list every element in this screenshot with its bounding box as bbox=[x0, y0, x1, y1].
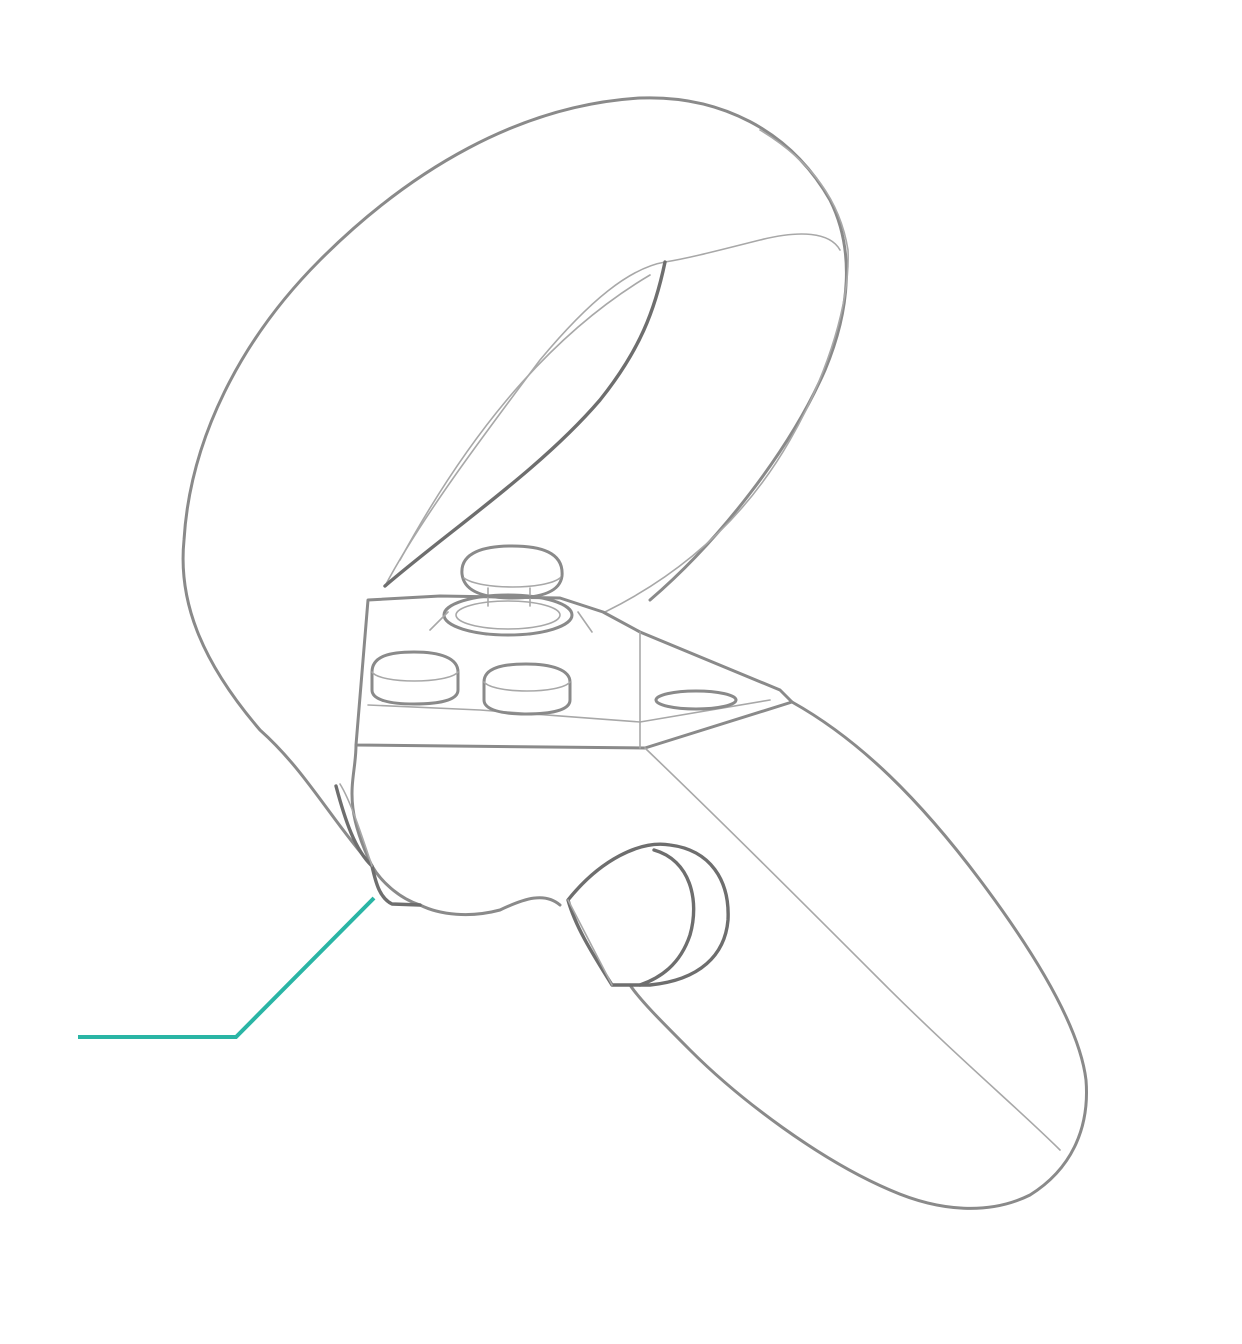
menu-button-icon[interactable] bbox=[654, 689, 738, 711]
tracking-ring-inner-shadow bbox=[383, 260, 667, 588]
face-button-left-icon[interactable] bbox=[370, 650, 460, 706]
thumbstick-guide-lines bbox=[429, 611, 593, 633]
trigger-icon[interactable] bbox=[334, 784, 422, 907]
callout-leader bbox=[78, 896, 376, 1039]
button-face-plate bbox=[354, 594, 794, 750]
thumbstick-cap-rim bbox=[463, 577, 561, 588]
tracking-ring-inner bbox=[384, 233, 841, 587]
tracking-ring-inner-edge bbox=[399, 274, 651, 561]
thumbstick-cap-icon[interactable] bbox=[460, 544, 564, 600]
trigger-side bbox=[339, 783, 373, 867]
handle-body bbox=[350, 743, 562, 917]
tracking-ring-outer bbox=[181, 96, 848, 868]
thumbstick-base-ring-inner bbox=[455, 600, 561, 630]
grip-button-icon[interactable] bbox=[566, 842, 730, 987]
handle-right-edge bbox=[628, 700, 1089, 1210]
face-button-right-icon[interactable] bbox=[482, 662, 572, 716]
handle-seam bbox=[644, 747, 1061, 1151]
tracking-ring-rim bbox=[604, 129, 849, 613]
face-plate-inner-edge bbox=[367, 699, 771, 723]
